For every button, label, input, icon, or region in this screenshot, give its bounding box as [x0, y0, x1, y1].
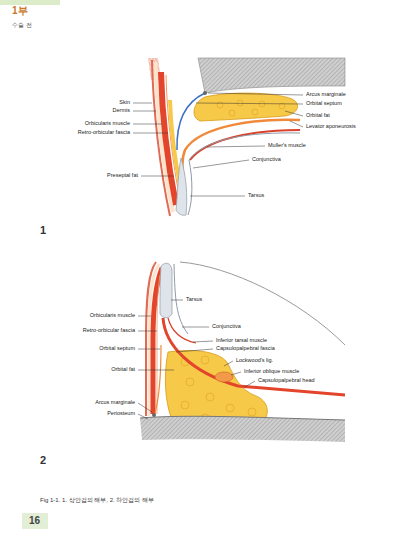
part-label: Periosteum: [107, 411, 135, 417]
leader-line: [245, 381, 255, 387]
page-number: 16: [29, 516, 40, 526]
part-label: Orbital septum: [306, 101, 342, 107]
leader-line: [208, 93, 303, 95]
tarsus: [160, 263, 172, 318]
leader-line: [285, 111, 303, 116]
part-label: Arcus marginale: [95, 400, 135, 406]
part-label: Orbicularis muscle: [90, 313, 135, 319]
lower-eyelid: [138, 262, 345, 442]
orbital-septum: [155, 345, 161, 413]
inferior-oblique-muscle: [215, 372, 233, 382]
fat-lobule: [226, 404, 234, 412]
header-bar: [0, 0, 60, 5]
periosteum: [140, 416, 345, 420]
leader-line: [138, 331, 157, 332]
figure-caption: Fig 1-1. 1. 상안검의 해부, 2. 하안검의 해부: [40, 497, 154, 503]
leader-line: [193, 341, 213, 342]
fat-lobule: [217, 102, 223, 108]
leader-line: [231, 372, 241, 375]
fat-lobule: [252, 109, 258, 115]
part-label: Retro-orbicular fascia: [83, 328, 135, 334]
part-label: Tarsus: [248, 193, 264, 199]
fat-lobule: [181, 401, 189, 409]
leader-line: [138, 414, 148, 419]
capsulopalpebral-fascia: [163, 318, 345, 395]
fat-lobule: [248, 408, 256, 416]
upper-eyelid: [133, 58, 345, 216]
part-label: Skin: [119, 100, 130, 106]
globe-outline: [180, 262, 345, 345]
fat-lobule: [206, 393, 214, 401]
leader-line: [138, 349, 160, 350]
leader-line: [182, 327, 209, 328]
leader-line: [141, 176, 174, 177]
part-label: Capsulopalpebral fascia: [216, 346, 275, 352]
part-label: Dermis: [113, 108, 130, 114]
part-label: Orbital fat: [306, 113, 330, 119]
leader-line: [138, 316, 151, 317]
fat-lobule: [259, 101, 265, 107]
fat-lobule: [237, 100, 243, 106]
fat-lobule: [229, 110, 235, 116]
part-label: Capsulopalpebral head: [258, 378, 315, 384]
section-subheader: 수술 전: [12, 22, 32, 28]
inferior-tarsal-muscle: [168, 318, 196, 343]
fat-lobule: [186, 378, 194, 386]
leader-line: [224, 361, 233, 366]
part-label: Conjunctiva: [212, 324, 241, 330]
leader-line: [193, 160, 249, 168]
leader-line: [138, 370, 174, 371]
leader-line: [290, 121, 303, 127]
leader-line: [176, 349, 213, 352]
part-label: Muller's muscle: [268, 143, 306, 149]
page-number-box: 16: [22, 513, 48, 529]
part-label: Orbicularis muscle: [85, 121, 130, 127]
leader-line: [196, 103, 303, 104]
part-label: Orbital septum: [99, 346, 135, 352]
part-label: Orbital fat: [111, 367, 135, 373]
part-label: Levator aponeurosis: [306, 124, 356, 130]
leader-line: [133, 103, 152, 104]
part-label: Conjunctiva: [252, 157, 281, 163]
fat-lobule: [201, 356, 209, 364]
figure-number: 1: [40, 225, 46, 236]
part-label: Inferior tarsal muscle: [216, 338, 267, 344]
part-label: Tarsus: [186, 297, 202, 303]
leader-line: [207, 146, 265, 147]
orbital-bone: [140, 416, 345, 442]
part-label: Retro-orbicular fascia: [78, 130, 130, 136]
part-label: Arcus marginale: [306, 92, 346, 98]
fat-lobules: [217, 100, 285, 116]
leader-line: [133, 111, 156, 112]
part-label: Inferior oblique muscle: [244, 369, 299, 375]
section-header: 1부: [12, 6, 28, 16]
figure-number: 2: [40, 455, 46, 466]
conjunctiva: [174, 264, 188, 334]
leader-line: [133, 124, 162, 125]
part-label: Preseptal fat: [107, 173, 138, 179]
leader-line: [138, 403, 152, 412]
orbital-bone: [198, 58, 345, 93]
leader-line: [190, 196, 245, 197]
tarsus: [176, 158, 187, 215]
arcus-marginale: [203, 91, 207, 95]
orbital-fat: [194, 93, 298, 121]
leader-line: [133, 133, 168, 134]
arcus-marginale: [152, 413, 156, 417]
part-label: Lockwood's lig.: [236, 358, 273, 364]
leader-line: [171, 300, 183, 301]
preseptal-fat: [170, 100, 180, 185]
